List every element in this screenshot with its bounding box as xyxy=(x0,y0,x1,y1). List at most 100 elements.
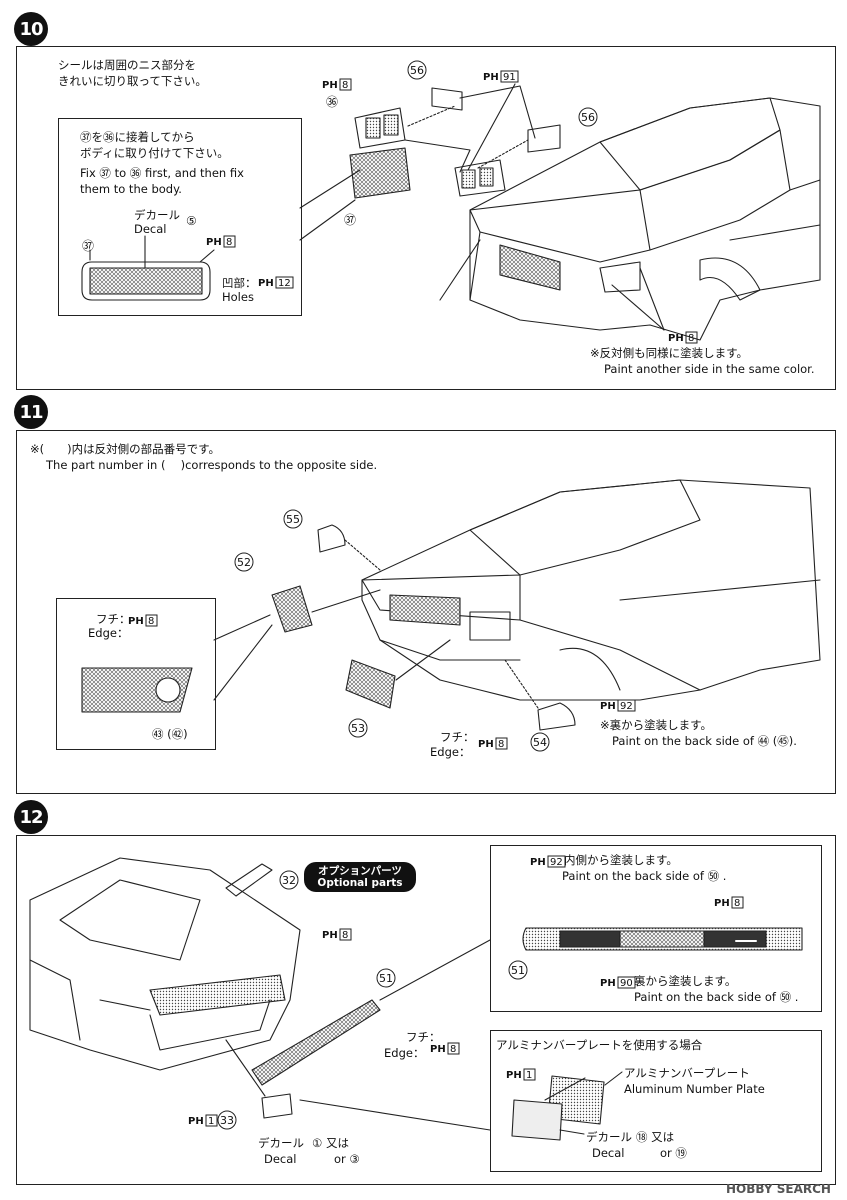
part-56a-label: 56 xyxy=(410,64,424,77)
note-jp-11: ※( )内は反対側の部品番号です。 xyxy=(30,442,220,456)
paint-code-ph8-11b: PH 8 xyxy=(478,737,508,750)
decal-en-10: Decal xyxy=(134,222,167,236)
svg-text:8: 8 xyxy=(450,1044,456,1055)
aluminum-jp: アルミナンバープレート xyxy=(624,1066,750,1080)
svg-text:91: 91 xyxy=(503,72,516,83)
seal-note-jp2: きれいに切り取って下さい。 xyxy=(58,74,207,88)
svg-text:8: 8 xyxy=(688,333,694,344)
part-56b-label: 56 xyxy=(581,111,595,124)
part-55-label: 55 xyxy=(286,513,300,526)
aluminum-plate-inset xyxy=(511,1071,623,1141)
inset-jp2: ボディに取り付けて下さい。 xyxy=(80,146,229,160)
svg-text:PH: PH xyxy=(322,80,338,91)
part-54-label: 54 xyxy=(533,736,547,749)
paint-code-ph8-12a: PH 8 xyxy=(714,896,744,909)
svg-text:1: 1 xyxy=(208,1116,214,1127)
svg-text:8: 8 xyxy=(734,898,740,909)
svg-text:90: 90 xyxy=(620,978,633,989)
svg-text:8: 8 xyxy=(226,237,232,248)
svg-text:PH: PH xyxy=(206,237,222,248)
paint-code-ph8-10b: PH 8 xyxy=(206,235,236,248)
paint-code-ph8-12c: PH 8 xyxy=(430,1042,460,1055)
paint-code-ph90-12: PH 90 xyxy=(600,976,636,989)
svg-text:PH: PH xyxy=(714,898,730,909)
svg-text:92: 92 xyxy=(620,701,633,712)
car-rear-view-12 xyxy=(29,857,301,1071)
grille-inset-11 xyxy=(81,667,193,713)
svg-text:PH: PH xyxy=(322,930,338,941)
aluminum-title: アルミナンバープレートを使用する場合 xyxy=(496,1038,703,1052)
taillight-inset-12 xyxy=(522,927,803,951)
paint-code-ph8-12b: PH 8 xyxy=(322,928,352,941)
decal-jp-12: デカール xyxy=(258,1136,304,1150)
back-note-en-11: Paint on the back side of ㊹ (㊺). xyxy=(612,734,797,748)
svg-text:PH: PH xyxy=(430,1044,446,1055)
inside-jp: 内側から塗装します。 xyxy=(564,853,678,867)
svg-text:8: 8 xyxy=(148,616,154,627)
note-en-11: The part number in ( )corresponds to the… xyxy=(46,458,378,472)
svg-text:PH: PH xyxy=(530,857,546,868)
paint-code-ph8-10c: PH 8 xyxy=(668,331,698,344)
svg-text:PH: PH xyxy=(258,278,274,289)
decal-number-10: ⑤ xyxy=(186,214,197,228)
decal-en-12: Decal xyxy=(264,1152,297,1166)
paint-code-ph8-10a: PH 8 xyxy=(322,78,352,91)
paint-code-ph12-10: PH 12 xyxy=(258,276,294,289)
inset-label-11: ㊸ (㊷) xyxy=(152,727,188,741)
inset-jp1: ㊲を㊱に接着してから xyxy=(80,130,195,144)
car-front-view-11 xyxy=(361,479,821,701)
paint-code-ph92-11: PH 92 xyxy=(600,699,636,712)
svg-text:8: 8 xyxy=(342,930,348,941)
edge-jp-12: フチ： xyxy=(406,1030,441,1044)
decal-jp-10: デカール xyxy=(134,208,180,222)
car-front-view-10 xyxy=(469,97,821,341)
paint-note-jp-10: ※反対側も同様に塗装します。 xyxy=(590,346,748,360)
step-11-badge: 11 xyxy=(14,395,48,429)
edge-en-12: Edge： xyxy=(384,1046,425,1060)
svg-text:8: 8 xyxy=(342,80,348,91)
svg-text:PH: PH xyxy=(478,739,494,750)
inset-en1: Fix ㊲ to ㊱ first, and then fix xyxy=(80,166,244,180)
back-en-12: Paint on the back side of ㊿ . xyxy=(634,990,799,1004)
svg-text:8: 8 xyxy=(498,739,504,750)
edge-jp-11a: フチ： xyxy=(96,612,131,626)
part-33-label: 33 xyxy=(220,1114,234,1127)
decal2-or: or ⑲ xyxy=(660,1146,687,1160)
edge-en-11a: Edge： xyxy=(88,626,129,640)
decal2-numbers: ⑱ 又は xyxy=(636,1130,675,1144)
decal-or-12: or ③ xyxy=(334,1152,360,1166)
part-52-label: 52 xyxy=(237,556,251,569)
back-note-jp-11: ※裏から塗装します。 xyxy=(600,718,712,732)
inset-en2: them to the body. xyxy=(80,182,182,196)
holes-en: Holes xyxy=(222,290,254,304)
seal-note-jp1: シールは周囲のニス部分を xyxy=(58,58,196,72)
part-53-shape xyxy=(345,659,396,709)
step-10-badge: 10 xyxy=(14,12,48,46)
optional-parts-jp: オプションパーツ xyxy=(318,865,402,877)
edge-en-11b: Edge： xyxy=(430,745,471,759)
svg-text:PH: PH xyxy=(600,701,616,712)
headlight-parts-10 xyxy=(349,83,561,199)
svg-text:92: 92 xyxy=(550,857,563,868)
part-54-shape xyxy=(537,702,576,731)
part-51b-label: 51 xyxy=(511,964,525,977)
paint-note-en-10: Paint another side in the same color. xyxy=(604,362,815,376)
svg-text:PH: PH xyxy=(506,1070,522,1081)
part-52-shape xyxy=(271,585,313,633)
svg-text:12: 12 xyxy=(278,278,291,289)
svg-text:PH: PH xyxy=(600,978,616,989)
part-36-label: ㊱ xyxy=(326,95,338,109)
paint-code-ph92-12: PH 92 xyxy=(530,855,566,868)
part-55-shape xyxy=(317,524,346,553)
part-32-label: 32 xyxy=(282,874,296,887)
inside-en: Paint on the back side of ㊿ . xyxy=(562,869,727,883)
part-33-shape xyxy=(261,1093,293,1119)
watermark: HOBBY SEARCH xyxy=(726,1182,831,1196)
optional-parts-en: Optional parts xyxy=(317,877,403,889)
decal2-jp: デカール xyxy=(586,1130,632,1144)
svg-text:PH: PH xyxy=(668,333,684,344)
